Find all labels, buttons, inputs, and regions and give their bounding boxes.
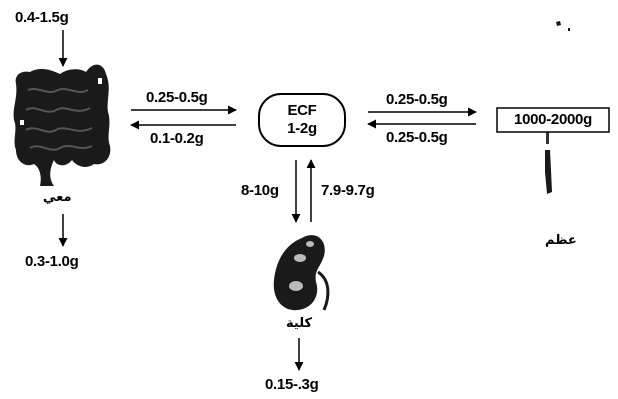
bone-label: عظم (545, 232, 577, 247)
kidney-icon (273, 235, 330, 311)
bone-pool-label: 1000-2000g (514, 111, 592, 128)
ecf-to-gut-label: 0.1-0.2g (150, 130, 204, 147)
bone-pool-box (496, 107, 610, 133)
kidney-to-ecf-label: 7.9-9.7g (321, 182, 375, 199)
kidney-label: كلية (286, 315, 313, 330)
ecf-compartment (258, 93, 346, 147)
bone-icon (545, 21, 570, 194)
gut-to-ecf-label: 0.25-0.5g (146, 89, 208, 106)
intestine-icon (13, 64, 111, 186)
urine-output-label: 0.15-.3g (265, 376, 319, 393)
ecf-to-bone-label: 0.25-0.5g (386, 91, 448, 108)
ecf-amount: 1-2g (287, 120, 317, 137)
ecf-to-kidney-label: 8-10g (241, 182, 279, 199)
bone-to-ecf-label: 0.25-0.5g (386, 129, 448, 146)
fecal-output-label: 0.3-1.0g (25, 253, 79, 270)
ecf-label: ECF (287, 102, 317, 119)
intake-label: 0.4-1.5g (15, 9, 69, 26)
intestine-label: معي (43, 189, 72, 204)
